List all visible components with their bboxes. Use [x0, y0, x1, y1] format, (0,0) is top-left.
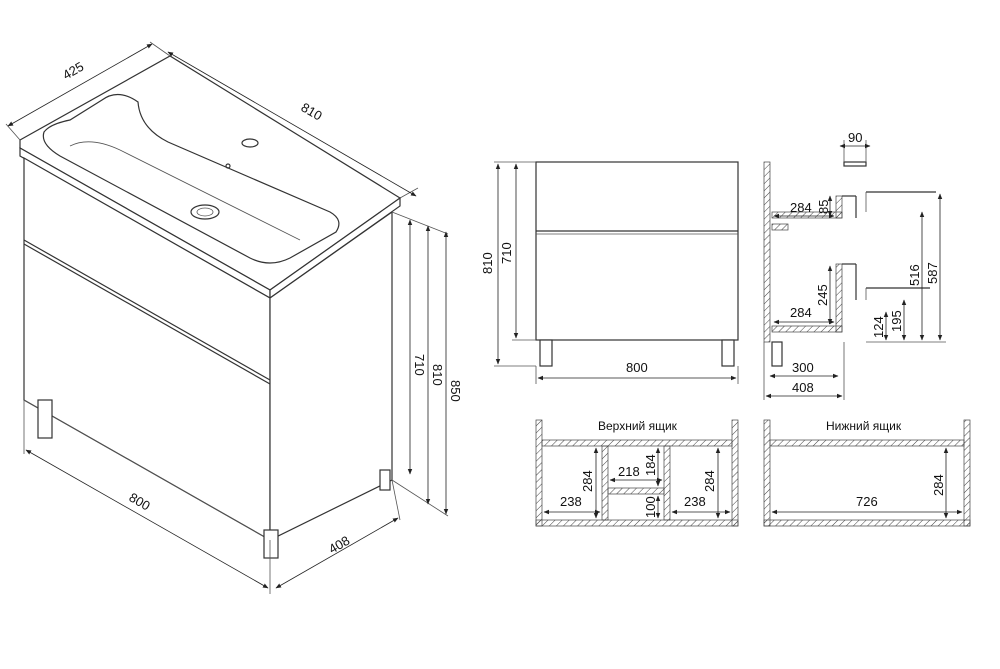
leg-right-back [379, 469, 391, 491]
dim-800-front: 800 [626, 360, 648, 375]
dim-587: 587 [925, 262, 940, 284]
lower-drawer-title: Нижний ящик [826, 419, 902, 433]
front-leg-left [539, 339, 553, 367]
dim-284-upper: 284 [790, 200, 812, 215]
drawer-top-edge [23, 239, 271, 381]
dim-line-408-iso [275, 517, 399, 589]
isometric-view: 425 810 800 408 710 810 850 [5, 41, 463, 594]
dim-100: 100 [643, 496, 658, 518]
dim-300: 300 [792, 360, 814, 375]
leg-right-front [263, 529, 279, 559]
side-back-wall [763, 161, 771, 343]
upper-drawer-front [835, 195, 843, 219]
dim-710-front: 710 [499, 242, 514, 264]
lower-drawer-bottom [771, 325, 843, 333]
dim-184: 184 [643, 454, 658, 476]
dim-726: 726 [856, 494, 878, 509]
front-view: 810 710 800 [480, 161, 739, 384]
drain-icon [190, 204, 220, 220]
dim-284-lower: 284 [790, 305, 812, 320]
dim-425: 425 [60, 59, 86, 83]
dim-284-right-drawer: 284 [702, 470, 717, 492]
dim-810-front: 810 [480, 252, 495, 274]
drawer-split [23, 243, 271, 385]
dim-218: 218 [618, 464, 640, 479]
dim-124: 124 [871, 316, 886, 338]
dim-284-left-drawer: 284 [580, 470, 595, 492]
dim-516: 516 [907, 264, 922, 286]
leg-left-front [37, 399, 53, 439]
side-section-view: 90 85 284 245 284 124 195 516 587 300 40… [763, 130, 946, 400]
upper-drawer-plan: Верхний ящик 284 238 218 184 100 284 238 [535, 419, 739, 527]
dim-284-lower-drawer: 284 [931, 474, 946, 496]
side-leg [771, 341, 783, 367]
dim-408: 408 [792, 380, 814, 395]
front-body [535, 161, 739, 341]
dim-850-iso: 850 [448, 380, 463, 402]
dim-810-top: 810 [299, 100, 325, 124]
front-leg-right [721, 339, 735, 367]
basin-side-edge [269, 196, 401, 300]
dim-90: 90 [848, 130, 862, 145]
dim-195: 195 [889, 310, 904, 332]
dim-line-810-top [167, 51, 417, 197]
dim-245: 245 [815, 284, 830, 306]
dim-85: 85 [816, 200, 831, 214]
dim-810-iso: 810 [430, 364, 445, 386]
lower-drawer-front [835, 263, 843, 333]
dim-line-800-iso [25, 449, 269, 589]
dim-710-iso: 710 [412, 354, 427, 376]
dim-238-left: 238 [560, 494, 582, 509]
dim-238-right: 238 [684, 494, 706, 509]
drain-inner-icon [196, 207, 214, 217]
upper-drawer-title: Верхний ящик [598, 419, 678, 433]
basin-bowl-inner [69, 141, 301, 241]
lower-drawer-plan: Нижний ящик 726 284 [763, 419, 971, 527]
dim-408-iso: 408 [326, 533, 352, 557]
upper-rail [771, 223, 789, 231]
dim-line-425 [7, 43, 153, 127]
